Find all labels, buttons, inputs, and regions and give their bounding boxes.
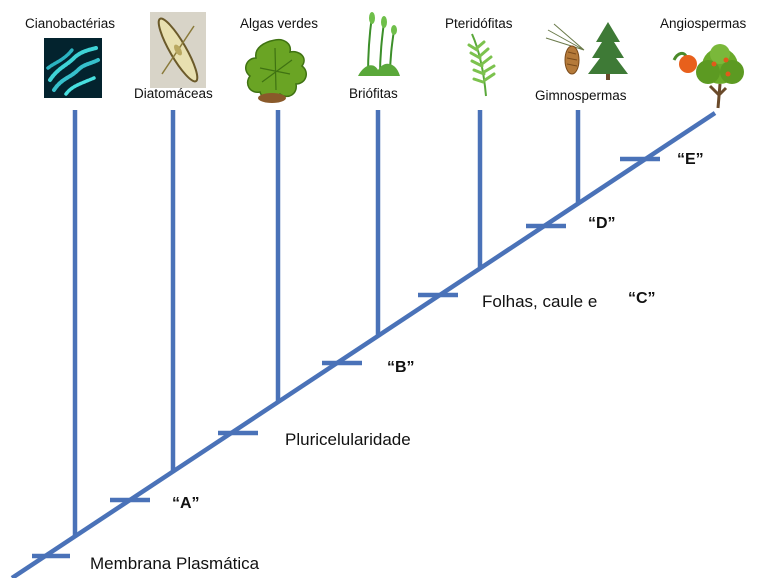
taxon-label-cianobacterias: Cianobactérias [25, 16, 116, 31]
trait-label-d: “D” [588, 215, 616, 232]
trait-label-folhas: Folhas, caule e [482, 292, 598, 311]
cianobacterias-image [44, 38, 102, 98]
briofitas-image [356, 10, 402, 78]
trait-label-b: “B” [387, 359, 415, 376]
taxon-label-algas-verdes: Algas verdes [240, 16, 319, 31]
diatomaceas-image [150, 12, 206, 88]
trait-label-pluricelularidade: Pluricelularidade [285, 430, 411, 449]
algas-verdes-image [240, 34, 310, 106]
taxon-label-gimnospermas: Gimnospermas [535, 88, 627, 103]
trait-label-e: “E” [677, 151, 704, 168]
main-trunk [10, 111, 717, 578]
trait-label-membrana: Membrana Plasmática [90, 554, 260, 573]
taxon-label-pteridofitas: Pteridófitas [445, 16, 513, 31]
angiospermas-image [668, 38, 748, 110]
taxon-label-briofitas: Briófitas [349, 86, 398, 101]
trait-label-a: “A” [172, 495, 200, 512]
taxon-label-diatomaceas: Diatomáceas [134, 86, 213, 101]
taxon-label-angiospermas: Angiospermas [660, 16, 747, 31]
trait-label-c: “C” [628, 290, 656, 307]
gimnospermas-image [544, 20, 628, 80]
pteridofitas-image [466, 30, 506, 98]
